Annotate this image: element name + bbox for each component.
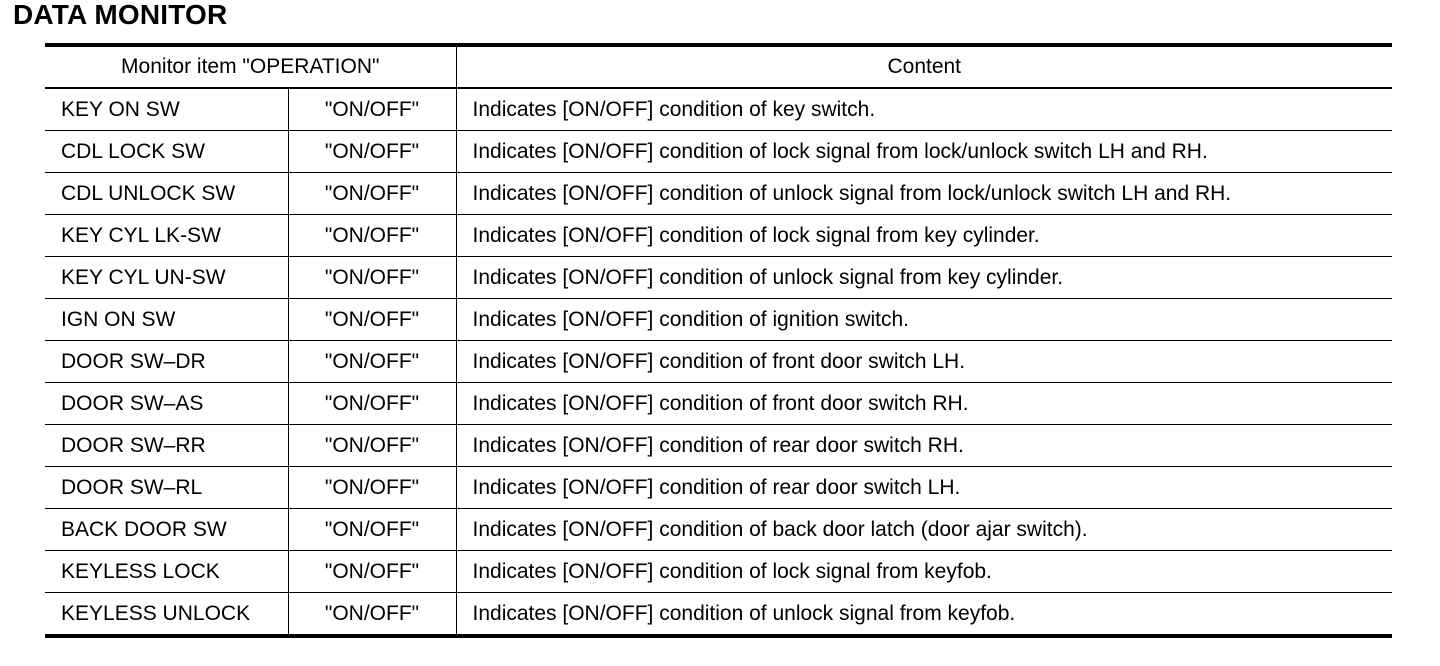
monitor-item-name: IGN ON SW [45,298,288,341]
monitor-item-name: DOOR SW–AS [45,382,288,425]
header-monitor-item: Monitor item "OPERATION" [45,45,457,89]
monitor-item-content: Indicates [ON/OFF] condition of key swit… [456,88,1392,131]
monitor-item-content: Indicates [ON/OFF] condition of unlock s… [456,256,1392,299]
table-row: KEYLESS UNLOCK "ON/OFF" Indicates [ON/OF… [45,592,1392,636]
monitor-item-value: "ON/OFF" [287,88,457,131]
monitor-item-content: Indicates [ON/OFF] condition of back doo… [456,508,1392,551]
table-row: DOOR SW–DR "ON/OFF" Indicates [ON/OFF] c… [45,340,1392,383]
monitor-item-value: "ON/OFF" [287,382,457,425]
monitor-item-name: KEY ON SW [45,88,288,131]
monitor-item-content: Indicates [ON/OFF] condition of front do… [456,340,1392,383]
monitor-item-content: Indicates [ON/OFF] condition of lock sig… [456,214,1392,257]
monitor-item-value: "ON/OFF" [287,550,457,593]
monitor-item-content: Indicates [ON/OFF] condition of rear doo… [456,424,1392,467]
table-row: DOOR SW–RR "ON/OFF" Indicates [ON/OFF] c… [45,424,1392,467]
monitor-item-value: "ON/OFF" [287,256,457,299]
table-row: KEY CYL UN-SW "ON/OFF" Indicates [ON/OFF… [45,256,1392,299]
table-row: CDL LOCK SW "ON/OFF" Indicates [ON/OFF] … [45,130,1392,173]
monitor-item-value: "ON/OFF" [287,466,457,509]
monitor-item-value: "ON/OFF" [287,424,457,467]
table-row: KEY CYL LK-SW "ON/OFF" Indicates [ON/OFF… [45,214,1392,257]
table-row: DOOR SW–AS "ON/OFF" Indicates [ON/OFF] c… [45,382,1392,425]
monitor-item-content: Indicates [ON/OFF] condition of lock sig… [456,130,1392,173]
monitor-item-value: "ON/OFF" [287,214,457,257]
monitor-item-content: Indicates [ON/OFF] condition of unlock s… [456,172,1392,215]
table-header: Monitor item "OPERATION" Content [45,45,1392,89]
monitor-item-value: "ON/OFF" [287,130,457,173]
table-row: KEY ON SW "ON/OFF" Indicates [ON/OFF] co… [45,88,1392,131]
monitor-item-name: KEY CYL UN-SW [45,256,288,299]
monitor-item-name: CDL LOCK SW [45,130,288,173]
monitor-item-name: DOOR SW–RL [45,466,288,509]
monitor-item-value: "ON/OFF" [287,172,457,215]
monitor-item-value: "ON/OFF" [287,592,457,636]
header-row: Monitor item "OPERATION" Content [45,45,1392,89]
monitor-item-value: "ON/OFF" [287,508,457,551]
table-row: DOOR SW–RL "ON/OFF" Indicates [ON/OFF] c… [45,466,1392,509]
monitor-item-content: Indicates [ON/OFF] condition of lock sig… [456,550,1392,593]
data-monitor-table: Monitor item "OPERATION" Content KEY ON … [45,43,1392,638]
monitor-item-value: "ON/OFF" [287,298,457,341]
header-content: Content [456,45,1392,89]
table-row: BACK DOOR SW "ON/OFF" Indicates [ON/OFF]… [45,508,1392,551]
monitor-item-name: CDL UNLOCK SW [45,172,288,215]
monitor-item-name: DOOR SW–DR [45,340,288,383]
monitor-item-name: KEY CYL LK-SW [45,214,288,257]
table-body: KEY ON SW "ON/OFF" Indicates [ON/OFF] co… [45,88,1392,636]
monitor-item-content: Indicates [ON/OFF] condition of ignition… [456,298,1392,341]
monitor-item-value: "ON/OFF" [287,340,457,383]
table-row: IGN ON SW "ON/OFF" Indicates [ON/OFF] co… [45,298,1392,341]
table-row: CDL UNLOCK SW "ON/OFF" Indicates [ON/OFF… [45,172,1392,215]
table-row: KEYLESS LOCK "ON/OFF" Indicates [ON/OFF]… [45,550,1392,593]
monitor-item-content: Indicates [ON/OFF] condition of unlock s… [472,601,1016,625]
monitor-item-name: DOOR SW–RR [45,424,288,467]
monitor-item-name: KEYLESS LOCK [45,550,288,593]
page-title: DATA MONITOR [13,0,228,30]
monitor-item-name: KEYLESS UNLOCK [61,601,251,625]
monitor-item-name: BACK DOOR SW [45,508,288,551]
monitor-item-content: Indicates [ON/OFF] condition of rear doo… [456,466,1392,509]
monitor-item-content: Indicates [ON/OFF] condition of front do… [456,382,1392,425]
